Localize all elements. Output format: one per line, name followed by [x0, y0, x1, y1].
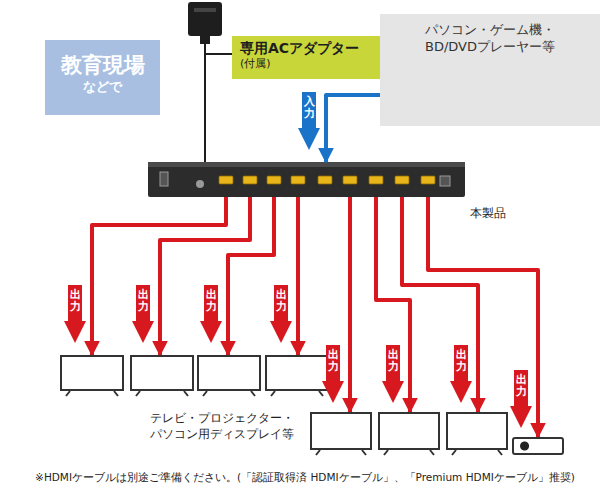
adapter-box: 専用ACアダプター(付属) [232, 36, 382, 79]
scene-box: 教育現場などで [45, 40, 160, 115]
display-screen [130, 355, 194, 391]
output-cable [348, 197, 352, 412]
tv-stands [66, 391, 502, 455]
output-cable [228, 197, 274, 355]
hdmi-port [291, 176, 305, 184]
hdmi-port [369, 176, 383, 184]
splitter-body [148, 162, 465, 197]
direction-arrow: 出力 [322, 345, 344, 403]
hdmi-port [318, 176, 332, 184]
output-cable [376, 197, 410, 412]
display-screen [378, 412, 440, 450]
display-screen [60, 355, 124, 391]
display-screen [197, 355, 261, 391]
splitter: 本製品 [148, 162, 465, 197]
direction-arrow: 出力 [450, 345, 472, 403]
hdmi-port [421, 176, 435, 184]
output-cable [402, 197, 478, 412]
edge-label: 出力 [206, 289, 217, 313]
edge-label: 出力 [138, 289, 149, 313]
edge-label: 出力 [388, 349, 399, 373]
output-cable [160, 197, 250, 355]
hdmi-port [395, 176, 409, 184]
footnote: ※HDMIケーブルは別途ご準備ください。(「認証取得済 HDMIケーブル」、「P… [8, 470, 602, 484]
edge-label: 出力 [276, 289, 287, 313]
hdmi-port [343, 176, 357, 184]
ac-adapter [188, 2, 222, 56]
direction-arrow: 出力 [200, 285, 222, 343]
source-box: パソコン・ゲーム機・ BD/DVDプレーヤー等 [380, 14, 600, 126]
display-screen [310, 412, 372, 450]
edge-label: 出力 [516, 374, 527, 398]
projector [512, 437, 564, 455]
edge-label: 出力 [70, 289, 81, 313]
node-title: 専用ACアダプター [240, 39, 374, 57]
direction-arrow: 出力 [382, 345, 404, 403]
display-screen [265, 355, 329, 391]
node-title: パソコン・ゲーム機・ BD/DVDプレーヤー等 [420, 22, 560, 56]
node-title: 本製品 [470, 206, 506, 222]
node-subtitle: (付属) [240, 57, 374, 71]
display-screen [446, 412, 508, 450]
hdmi-port [219, 176, 233, 184]
node-title: 教育現場 [51, 52, 154, 79]
edge-label: 出力 [328, 349, 339, 373]
hdmi-port [267, 176, 281, 184]
edge-label: 出力 [456, 349, 467, 373]
power-cable [205, 54, 232, 162]
direction-arrow: 出力 [64, 285, 86, 343]
output-cable [428, 197, 538, 437]
direction-arrow: 出力 [510, 370, 532, 428]
direction-arrow: 出力 [132, 285, 154, 343]
display-note: テレビ・プロジェクター・ パソコン用ディスプレイ等 [150, 410, 302, 442]
hdmi-port [243, 176, 257, 184]
node-subtitle: などで [51, 79, 154, 96]
edge-label: 入力 [304, 96, 315, 120]
direction-arrow: 出力 [270, 285, 292, 343]
output-cable [296, 197, 300, 355]
direction-arrow: 入力 [298, 92, 320, 150]
input-cable [326, 95, 380, 162]
